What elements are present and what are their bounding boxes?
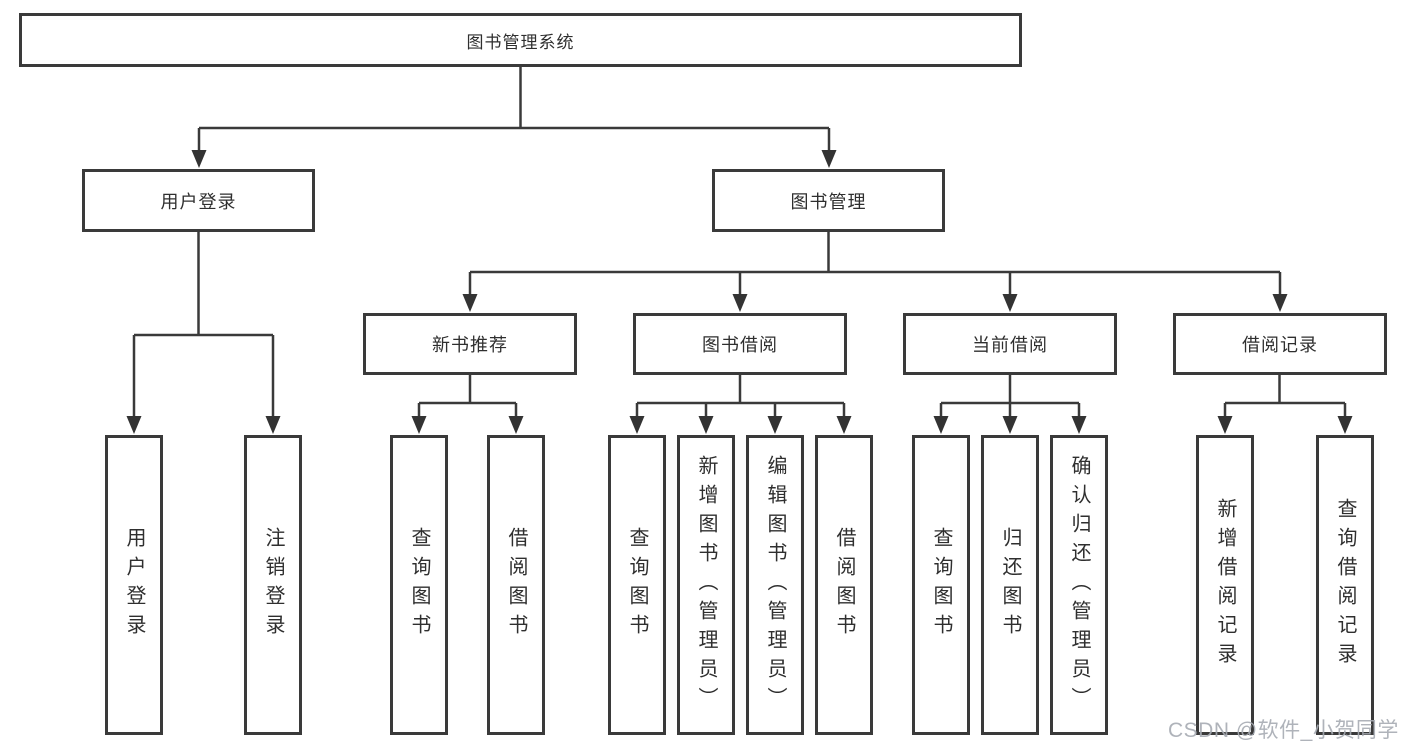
leaf-return-books: 归还图书 [981, 435, 1039, 735]
node-user-login: 用户登录 [82, 169, 315, 232]
leaf-add-book-admin: 新增图书（管理员） [677, 435, 735, 735]
node-current-borrow: 当前借阅 [903, 313, 1117, 375]
leaf-edit-book-admin: 编辑图书（管理员） [746, 435, 804, 735]
leaf-borrow-books-recommend: 借阅图书 [487, 435, 545, 735]
leaf-confirm-return-admin: 确认归还（管理员） [1050, 435, 1108, 735]
csdn-watermark: CSDN @软件_小贺同学 [1168, 719, 1399, 742]
leaf-logout: 注销登录 [244, 435, 302, 735]
leaf-user-login: 用户登录 [105, 435, 163, 735]
leaf-query-borrow-record: 查询借阅记录 [1316, 435, 1374, 735]
leaf-query-books-current: 查询图书 [912, 435, 970, 735]
leaf-query-books-recommend: 查询图书 [390, 435, 448, 735]
node-new-book-recommend: 新书推荐 [363, 313, 577, 375]
node-book-borrow: 图书借阅 [633, 313, 847, 375]
node-book-management-system: 图书管理系统 [19, 13, 1022, 67]
node-book-management: 图书管理 [712, 169, 945, 232]
leaf-borrow-books: 借阅图书 [815, 435, 873, 735]
leaf-query-books-borrow: 查询图书 [608, 435, 666, 735]
leaf-add-borrow-record: 新增借阅记录 [1196, 435, 1254, 735]
node-borrow-records: 借阅记录 [1173, 313, 1387, 375]
